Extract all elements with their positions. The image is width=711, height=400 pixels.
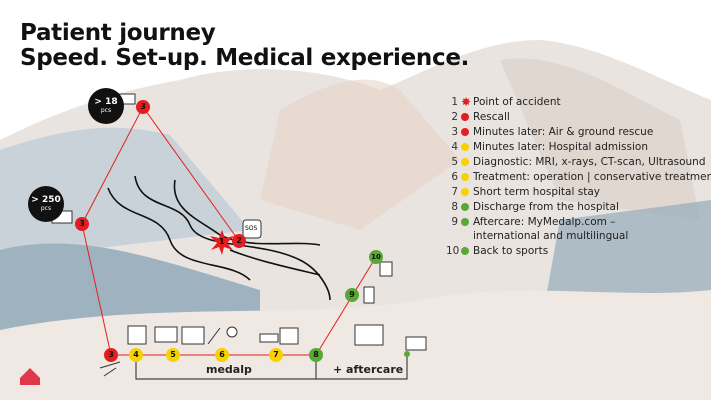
legend-text: Minutes later: Hospital admission <box>473 141 648 154</box>
node-6: 6 <box>215 348 229 362</box>
accident-star-icon <box>210 230 234 255</box>
star-icon: ✸ <box>461 95 472 110</box>
end-dot <box>404 351 410 357</box>
legend-number: 2 <box>451 111 458 124</box>
legend-number: 7 <box>451 185 458 198</box>
stretcher-icon <box>99 361 121 377</box>
legend-number: 6 <box>451 170 458 183</box>
legend-text: Point of accident <box>473 96 561 109</box>
status-dot-icon <box>461 128 469 137</box>
skier-icon <box>379 261 393 277</box>
node-2: 2 <box>232 234 246 248</box>
status-dot-icon <box>461 247 469 256</box>
legend-text: Back to sports <box>473 245 549 258</box>
legend-number: 9 <box>451 215 458 228</box>
legend-item: 3 Minutes later: Air & ground rescue <box>446 125 711 140</box>
node-3-air: 3 <box>136 100 150 114</box>
legend-item: 1✸Point of accident <box>446 95 711 110</box>
legend-item: 4 Minutes later: Hospital admission <box>446 140 711 155</box>
legend-text: Discharge from the hospital <box>473 200 619 213</box>
legend-text: Treatment: operation | conservative trea… <box>473 170 711 183</box>
doctor-icon <box>226 326 238 338</box>
legend-number: 4 <box>451 141 458 154</box>
legend-number: 10 <box>446 245 460 258</box>
hospital-icon <box>127 325 147 345</box>
bed-icon <box>259 333 279 343</box>
sos-phone-icon <box>242 219 262 239</box>
scalpel-icon <box>207 327 221 345</box>
status-dot-icon <box>461 217 469 226</box>
node-5: 5 <box>166 348 180 362</box>
monitor-icon <box>154 326 178 343</box>
legend-text-continued: international and multilingual <box>473 230 629 243</box>
node-1: 1 <box>219 237 225 246</box>
status-dot-icon <box>461 158 469 166</box>
medal-icon <box>363 286 375 304</box>
legend-text: Rescall <box>473 111 510 124</box>
xray-icon <box>181 326 205 345</box>
aftercare-label: + aftercare <box>333 363 404 376</box>
status-dot-icon <box>461 202 469 211</box>
node-10: 10 <box>369 250 383 264</box>
node-7: 7 <box>269 348 283 362</box>
legend-item: 6 Treatment: operation | conservative tre… <box>446 169 711 184</box>
legend-item: 8 Discharge from the hospital <box>446 199 711 214</box>
legend-item: 2 Rescall <box>446 110 711 125</box>
status-dot-icon <box>461 187 469 196</box>
legend-text: Diagnostic: MRI, x-rays, CT-scan, Ultras… <box>473 156 706 168</box>
legend-item: 10 Back to sports <box>446 244 711 259</box>
calendar-icon <box>279 327 299 345</box>
house-icon <box>354 324 384 346</box>
status-dot-icon <box>461 113 469 122</box>
legend-item: 9 Aftercare: MyMedalp.com – <box>446 214 711 229</box>
legend-text: Short term hospital stay <box>473 185 600 198</box>
telemedicine-monitor-icon <box>405 336 427 351</box>
node-8: 8 <box>309 348 323 362</box>
medalp-logo <box>20 368 40 385</box>
node-4: 4 <box>129 348 143 362</box>
node-3-ground: 3 <box>75 217 89 231</box>
legend-number: 3 <box>451 126 458 139</box>
node-9: 9 <box>345 288 359 302</box>
medalp-label: medalp <box>206 363 252 376</box>
page-title: Patient journey <box>20 20 216 46</box>
legend-item: 5 Diagnostic: MRI, x-rays, CT-scan, Ultra… <box>446 155 711 170</box>
page-subtitle: Speed. Set-up. Medical experience. <box>20 45 470 71</box>
sos-label: SOS <box>245 225 258 232</box>
node-3-arrival: 3 <box>104 348 118 362</box>
legend-text: Minutes later: Air & ground rescue <box>473 126 654 139</box>
legend-item: 7 Short term hospital stay <box>446 184 711 199</box>
legend-number: 1 <box>451 96 458 109</box>
status-dot-icon <box>461 172 469 181</box>
legend-number: 8 <box>451 200 458 213</box>
legend-text: Aftercare: MyMedalp.com – <box>473 215 616 228</box>
legend-number: 5 <box>451 156 458 168</box>
status-dot-icon <box>461 143 469 152</box>
